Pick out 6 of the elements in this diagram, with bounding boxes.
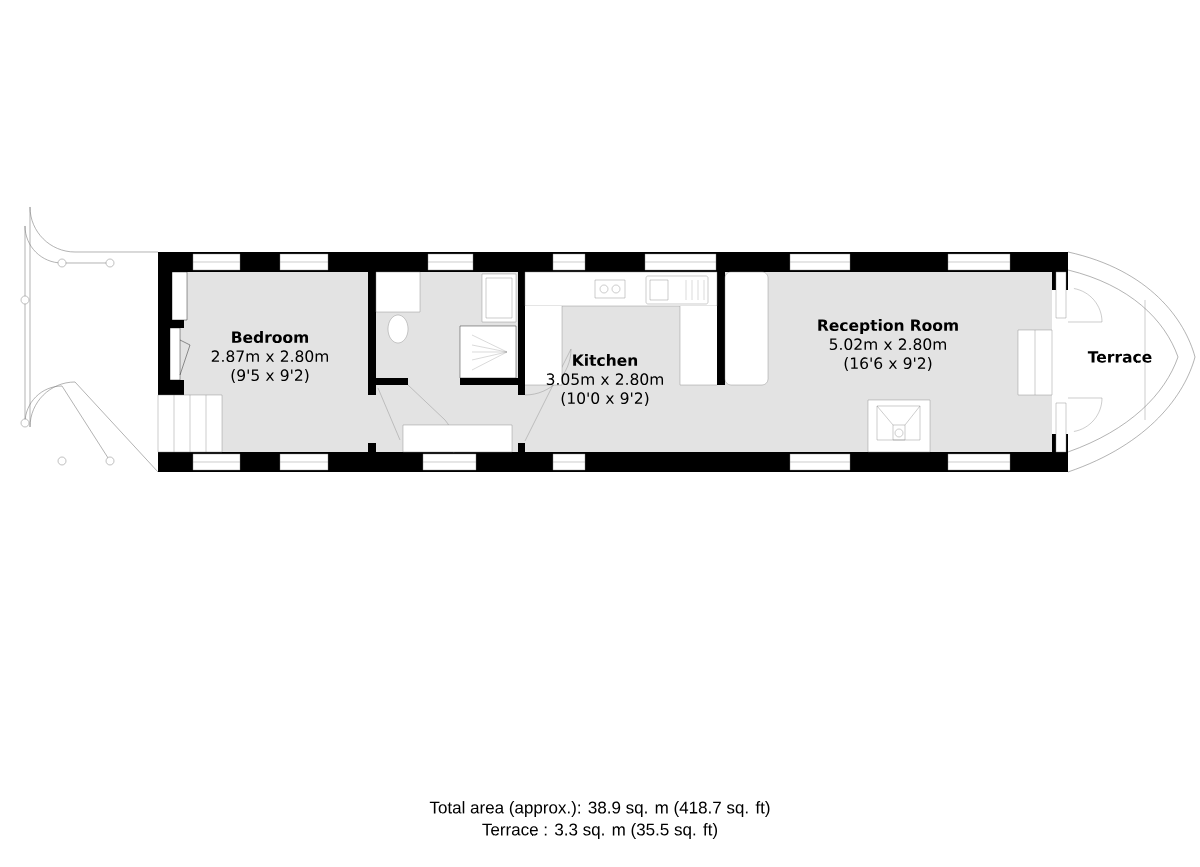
area-note: Total area (approx.): 38.9 sq. m (418.7 sq. ft)	[429, 801, 770, 817]
room-label: Reception Room 5.02m x 2.80m (16'6 x 9'2)	[818, 319, 958, 371]
area-note: Terrace : 3.3 sq. m (35.5 sq. ft)	[482, 823, 718, 839]
room-label: Terrace	[1087, 351, 1152, 363]
room-label: Bedroom 2.87m x 2.80m (9'5 x 9'2)	[211, 331, 328, 383]
room-label: Kitchen 3.05m x 2.80m (10'0 x 9'2)	[546, 354, 663, 406]
